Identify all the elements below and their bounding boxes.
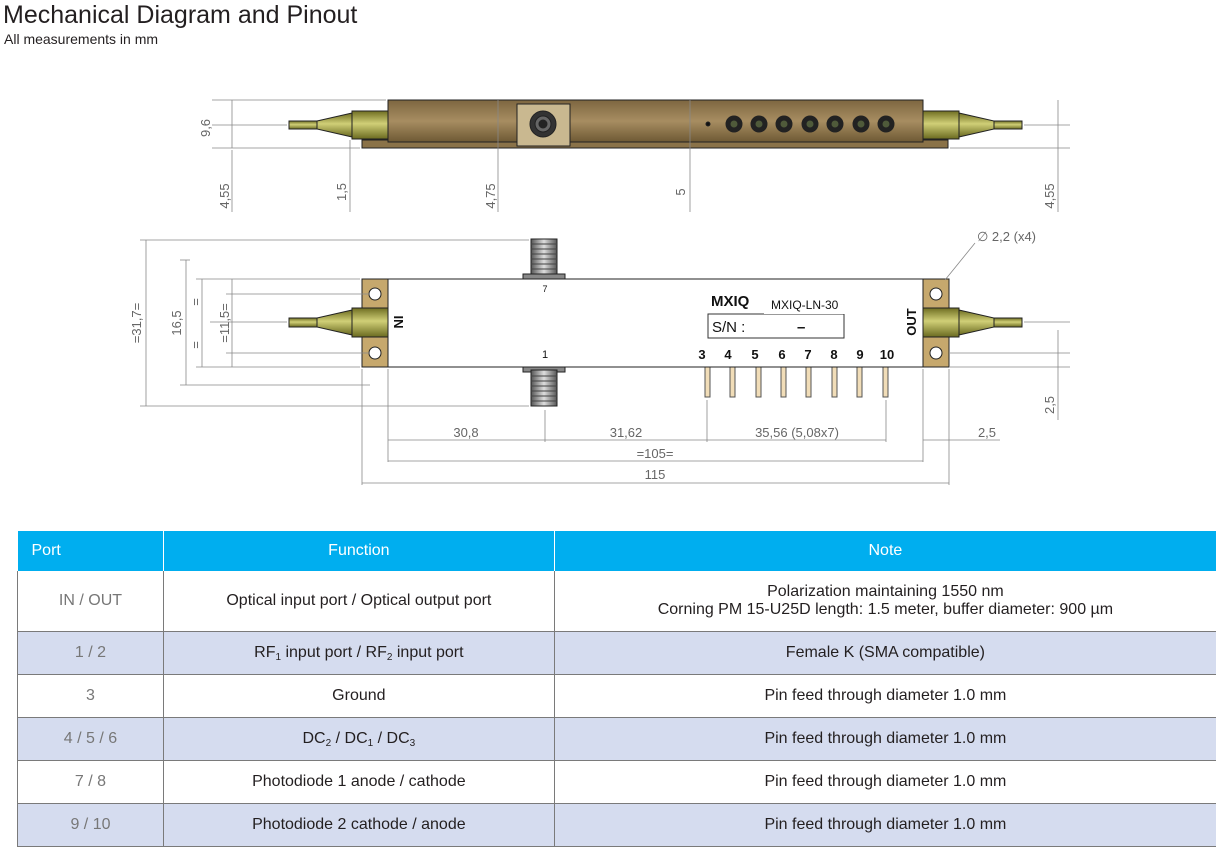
out-port-label: OUT bbox=[904, 308, 919, 336]
note-cell: Pin feed through diameter 1.0 mm bbox=[554, 717, 1216, 761]
pin-label: 9 bbox=[856, 347, 863, 362]
dim-side-a: 4,55 bbox=[217, 183, 232, 208]
pin-label: 5 bbox=[751, 347, 758, 362]
dim-2-5-bottom: 2,5 bbox=[978, 425, 996, 440]
pin-label: 4 bbox=[724, 347, 732, 362]
note-cell: Pin feed through diameter 1.0 mm bbox=[554, 803, 1216, 847]
note-cell: Polarization maintaining 1550 nm Corning… bbox=[554, 571, 1216, 632]
model-text-partial: MXIQ bbox=[711, 293, 750, 310]
in-port-label: IN bbox=[391, 316, 406, 329]
plan-view-pins bbox=[704, 364, 889, 398]
table-row: 9 / 10 Photodiode 2 cathode / anode Pin … bbox=[17, 803, 1216, 847]
pin-label: 8 bbox=[830, 347, 837, 362]
rf-port-7-label: 7 bbox=[542, 284, 547, 294]
mechanical-drawing: 9,6 4,55 1,5 4,75 5 4,55 bbox=[129, 99, 1070, 485]
page-title: Mechanical Diagram and Pinout bbox=[3, 1, 358, 29]
dim-side-d: 5 bbox=[673, 188, 688, 195]
fn-text: DC bbox=[302, 729, 326, 747]
fn-text: / DC bbox=[331, 729, 368, 747]
table-row: 3 Ground Pin feed through diameter 1.0 m… bbox=[17, 674, 1216, 718]
dim-105: =105= bbox=[637, 446, 674, 461]
dim-30-8: 30,8 bbox=[453, 425, 478, 440]
plan-view bbox=[288, 238, 1023, 407]
function-cell: Ground bbox=[163, 674, 555, 718]
hole-callout: ∅ 2,2 (x4) bbox=[977, 229, 1036, 244]
side-view-dimensions bbox=[212, 99, 1070, 212]
fn-sub: 1 bbox=[275, 651, 282, 663]
fn-sub: 2 bbox=[325, 737, 332, 749]
table-header-row: Port Function Note bbox=[17, 531, 1216, 571]
port-cell: IN / OUT bbox=[17, 571, 164, 632]
note-line: Corning PM 15-U25D length: 1.5 meter, bu… bbox=[657, 601, 1114, 618]
fn-sub: 1 bbox=[367, 737, 374, 749]
pin-label: 3 bbox=[698, 347, 705, 362]
dim-2-5-right: 2,5 bbox=[1042, 396, 1057, 414]
function-cell: RF1 input port / RF2 input port bbox=[163, 631, 555, 675]
dim-height: 9,6 bbox=[198, 119, 213, 137]
sn-label: S/N : bbox=[712, 319, 745, 336]
pin-label: 6 bbox=[778, 347, 785, 362]
function-cell: DC2 / DC1 / DC3 bbox=[163, 717, 555, 761]
note-cell: Pin feed through diameter 1.0 mm bbox=[554, 760, 1216, 804]
port-cell: 7 / 8 bbox=[17, 760, 164, 804]
dim-side-c: 4,75 bbox=[483, 183, 498, 208]
page-subtitle: All measurements in mm bbox=[4, 31, 159, 47]
function-cell: Photodiode 1 anode / cathode bbox=[163, 760, 555, 804]
fn-text: input port / RF bbox=[281, 643, 387, 661]
col-header-note: Note bbox=[554, 531, 1216, 571]
col-header-port: Port bbox=[17, 531, 164, 571]
sn-value: – bbox=[797, 319, 805, 336]
side-view-pins bbox=[725, 115, 895, 133]
table-row: 1 / 2 RF1 input port / RF2 input port Fe… bbox=[17, 631, 1216, 675]
fn-sub: 3 bbox=[409, 737, 416, 749]
port-cell: 9 / 10 bbox=[17, 803, 164, 847]
port-cell: 3 bbox=[17, 674, 164, 718]
fn-text: RF bbox=[254, 643, 276, 661]
dim-overall-width: =31,7= bbox=[129, 303, 144, 344]
plan-view-dimensions bbox=[140, 239, 1070, 485]
fn-text: input port bbox=[392, 643, 464, 661]
dim-body-width: =11,5= bbox=[217, 303, 232, 343]
col-header-function: Function bbox=[163, 531, 555, 571]
note-cell: Pin feed through diameter 1.0 mm bbox=[554, 674, 1216, 718]
function-cell: Optical input port / Optical output port bbox=[163, 571, 555, 632]
note-cell: Female K (SMA compatible) bbox=[554, 631, 1216, 675]
port-cell: 1 / 2 bbox=[17, 631, 164, 675]
port-cell: 4 / 5 / 6 bbox=[17, 717, 164, 761]
model-label: MXIQ-LN-30 bbox=[771, 298, 839, 312]
dim-side-b: 1,5 bbox=[334, 183, 349, 201]
dim-eq-1: = bbox=[188, 298, 203, 306]
dim-pin-span: 35,56 (5,08x7) bbox=[755, 425, 839, 440]
fn-sub: 2 bbox=[386, 651, 393, 663]
rf-port-1-label: 1 bbox=[542, 349, 548, 361]
table-row: IN / OUT Optical input port / Optical ou… bbox=[17, 571, 1216, 632]
table-row: 7 / 8 Photodiode 1 anode / cathode Pin f… bbox=[17, 760, 1216, 804]
side-view bbox=[288, 99, 1023, 149]
fn-text: / DC bbox=[373, 729, 410, 747]
pin-label: 7 bbox=[804, 347, 811, 362]
dim-side-e: 4,55 bbox=[1042, 183, 1057, 208]
table-row: 4 / 5 / 6 DC2 / DC1 / DC3 Pin feed throu… bbox=[17, 717, 1216, 761]
pin-label: 10 bbox=[880, 347, 894, 362]
dim-hole-pitch: 16,5 bbox=[169, 310, 184, 335]
dim-31-62: 31,62 bbox=[610, 425, 643, 440]
note-line: Polarization maintaining 1550 nm bbox=[767, 583, 1004, 600]
pinout-table: Port Function Note IN / OUT Optical inpu… bbox=[17, 531, 1216, 847]
pin-number-labels: 3 4 5 6 7 8 9 10 bbox=[698, 347, 894, 362]
function-cell: Photodiode 2 cathode / anode bbox=[163, 803, 555, 847]
dim-eq-2: = bbox=[188, 341, 203, 349]
dim-115: 115 bbox=[645, 467, 666, 482]
